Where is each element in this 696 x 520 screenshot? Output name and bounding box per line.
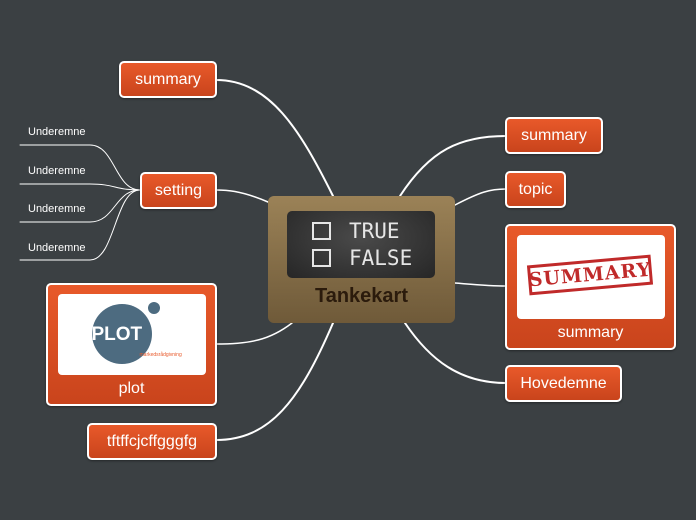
link-setting	[215, 189, 269, 203]
link-sub-2	[19, 183, 141, 191]
topic-main-label: Hovedemne	[520, 374, 607, 392]
topic-gibberish-label: tftffcjcffgggfg	[106, 432, 198, 450]
topic-topic[interactable]: topic	[505, 171, 566, 208]
topic-plot-label: plot	[118, 380, 145, 397]
topic-summary-right-label: summary	[521, 126, 587, 144]
subtopic-3[interactable]: Underemne	[28, 203, 86, 215]
topic-summary-left-label: summary	[135, 70, 201, 88]
subtopic-1[interactable]: Underemne	[28, 126, 86, 138]
link-gibberish	[215, 322, 334, 441]
link-plot	[215, 322, 293, 345]
topic-summary-left[interactable]: summary	[119, 61, 217, 98]
topic-summary-image-label: summary	[557, 324, 624, 341]
central-topic-title: Tankekart	[314, 285, 408, 307]
topic-setting[interactable]: setting	[140, 172, 217, 209]
summary-stamp-image: SUMMARY	[516, 235, 665, 319]
true-false-chalkboard-image: TRUE FALSE	[287, 211, 435, 278]
topic-topic-label: topic	[518, 180, 553, 198]
topic-summary-image[interactable]: SUMMARY summary	[505, 224, 676, 350]
link-sub-1	[19, 144, 141, 191]
false-label: FALSE	[349, 246, 413, 270]
link-sub-4	[19, 189, 141, 261]
link-topic	[454, 188, 507, 206]
link-sub-3	[19, 189, 141, 223]
summary-stamp-text: SUMMARY	[527, 258, 652, 292]
topic-summary-right[interactable]: summary	[505, 117, 603, 154]
true-label: TRUE	[349, 219, 400, 243]
subtopic-4[interactable]: Underemne	[28, 242, 86, 254]
link-main	[404, 322, 507, 384]
subtopic-2[interactable]: Underemne	[28, 165, 86, 177]
plot-logo-image: PLOT markedsrådgivning	[57, 294, 206, 375]
topic-gibberish[interactable]: tftffcjcffgggfg	[87, 423, 217, 460]
topic-setting-label: setting	[154, 181, 203, 199]
link-summary-right	[399, 135, 507, 197]
topic-plot[interactable]: PLOT markedsrådgivning plot	[46, 283, 217, 406]
link-summary-left	[215, 79, 334, 197]
link-summary-image	[454, 282, 507, 287]
central-topic[interactable]: TRUE FALSE Tankekart	[268, 196, 455, 323]
summary-stamp: SUMMARY	[526, 254, 653, 296]
topic-main[interactable]: Hovedemne	[505, 365, 622, 402]
plot-logo-subtext: markedsrådgivning	[139, 352, 182, 358]
plot-logo-text: PLOT	[91, 324, 143, 345]
